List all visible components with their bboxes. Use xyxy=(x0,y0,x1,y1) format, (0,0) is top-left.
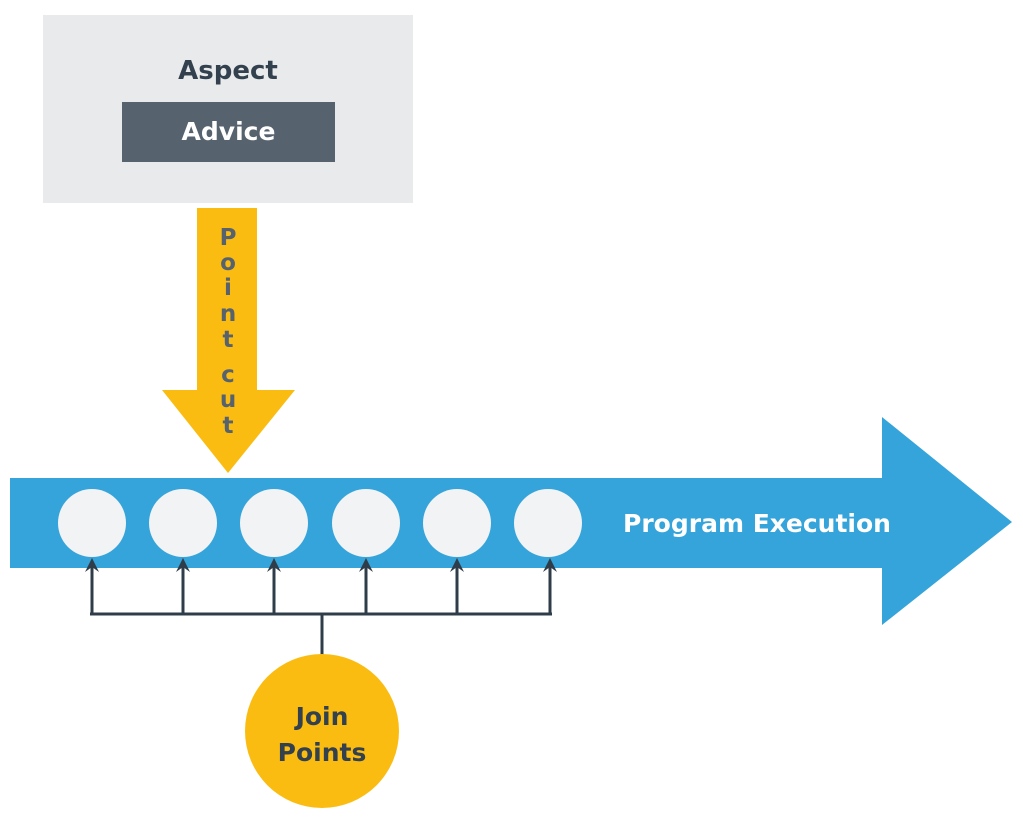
program-execution-label: Program Execution xyxy=(623,509,891,538)
aspect-title: Aspect xyxy=(178,56,278,86)
pointcut-letter: n xyxy=(220,301,236,327)
pointcut-letter: t xyxy=(223,327,234,353)
join-point-circle xyxy=(332,489,400,557)
join-point-circle xyxy=(423,489,491,557)
arrowhead-icon xyxy=(359,558,373,572)
join-points-label-line2: Points xyxy=(278,738,367,767)
pointcut-arrow xyxy=(162,208,295,473)
pointcut-letter: u xyxy=(220,387,236,413)
join-point-connectors xyxy=(90,564,552,655)
advice-box: Advice xyxy=(122,102,335,162)
join-points-circle xyxy=(245,654,399,808)
arrowhead-icon xyxy=(450,558,464,572)
pointcut-letter: o xyxy=(220,250,236,276)
connector-arrowheads xyxy=(85,558,557,572)
aspect-box: Aspect Advice xyxy=(43,15,413,203)
arrowhead-icon xyxy=(176,558,190,572)
join-point-circle xyxy=(149,489,217,557)
join-point-circle xyxy=(240,489,308,557)
join-point-circle xyxy=(514,489,582,557)
join-points-label-line1: Join xyxy=(294,702,349,731)
arrowhead-icon xyxy=(85,558,99,572)
arrowhead-icon xyxy=(267,558,281,572)
join-point-circle xyxy=(58,489,126,557)
advice-label: Advice xyxy=(181,117,276,146)
pointcut-letter: c xyxy=(221,362,235,388)
arrowhead-icon xyxy=(543,558,557,572)
join-point-circles xyxy=(58,489,582,557)
pointcut-letter: P xyxy=(220,225,237,251)
pointcut-letter: i xyxy=(224,275,232,301)
pointcut-label: P o i n t c u t xyxy=(220,225,237,439)
program-execution-arrow xyxy=(10,417,1012,625)
pointcut-letter: t xyxy=(223,413,234,439)
